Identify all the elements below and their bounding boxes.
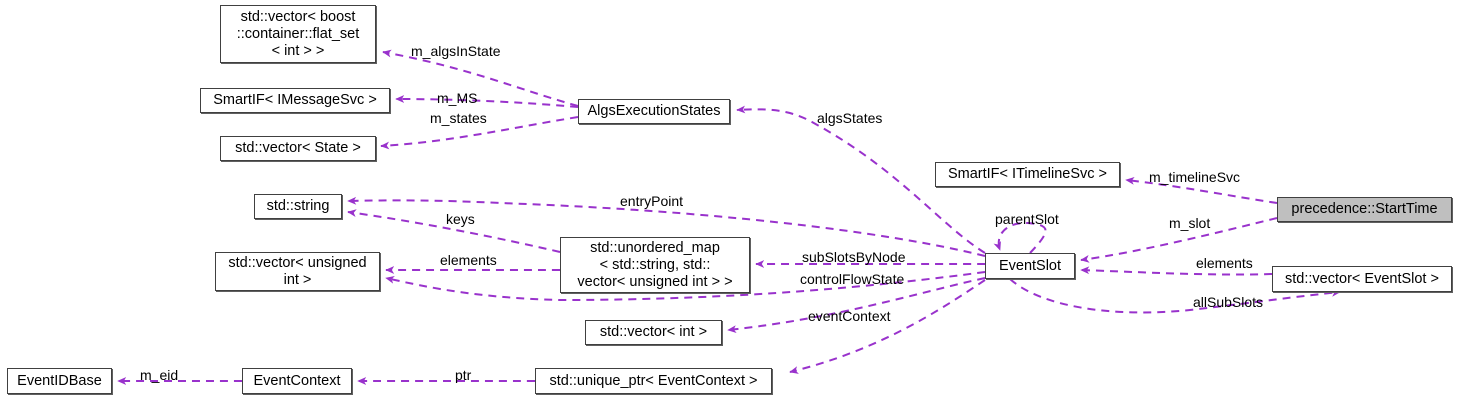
edge-label-edge-m-algsinstate: m_algsInState <box>411 43 501 59</box>
edge-label-edge-m-ms: m_MS <box>437 90 478 106</box>
class-node-event-id-base[interactable]: EventIDBase <box>7 368 112 394</box>
class-node-vector-int[interactable]: std::vector< int > <box>585 320 722 345</box>
class-node-precedence-starttime[interactable]: precedence::StartTime <box>1277 197 1452 222</box>
class-node-std-string[interactable]: std::string <box>254 194 342 219</box>
class-node-event-slot[interactable]: EventSlot <box>985 253 1075 279</box>
edge-edge-m-ms <box>395 95 579 108</box>
edge-label-edge-eventcontext: eventContext <box>808 308 891 324</box>
class-node-vector-state[interactable]: std::vector< State > <box>220 136 376 161</box>
class-node-unordered-map[interactable]: std::unordered_map < std::string, std:: … <box>560 237 750 293</box>
class-node-unique-ptr-event-context[interactable]: std::unique_ptr< EventContext > <box>535 368 772 394</box>
edge-label-edge-algsstates: algsStates <box>817 110 883 126</box>
class-node-algs-execution-states[interactable]: AlgsExecutionStates <box>578 99 730 124</box>
edge-label-edge-m-timelinesvc: m_timelineSvc <box>1149 169 1241 185</box>
edge-label-edge-controlflowstate: controlFlowState <box>800 271 905 287</box>
edge-label-edge-m-states: m_states <box>430 110 487 126</box>
edge-label-edge-subslotsbynode: subSlotsByNode <box>802 249 906 265</box>
edge-label-edge-m-slot: m_slot <box>1169 215 1211 231</box>
edge-label-edge-ptr: ptr <box>455 367 472 383</box>
edge-label-edge-m-eid: m_eid <box>140 367 179 383</box>
class-node-vector-flat-set[interactable]: std::vector< boost ::container::flat_set… <box>220 5 376 63</box>
edge-label-edge-elements-map: elements <box>440 252 497 268</box>
edge-label-edge-elements-slot: elements <box>1196 255 1253 271</box>
class-node-vector-unsigned-int[interactable]: std::vector< unsigned int > <box>215 252 380 291</box>
edge-label-edge-parentslot: parentSlot <box>995 211 1059 227</box>
edge-edge-eventcontext-ptr <box>789 279 986 374</box>
class-node-smartif-itimelinesvc[interactable]: SmartIF< ITimelineSvc > <box>935 162 1120 187</box>
class-node-event-context[interactable]: EventContext <box>242 368 352 394</box>
class-node-smartif-imessagesvc[interactable]: SmartIF< IMessageSvc > <box>200 88 390 113</box>
edge-label-edge-allsubslots: allSubSlots <box>1193 294 1264 310</box>
edge-edge-parentslot <box>993 221 1047 254</box>
edge-label-edge-entrypoint: entryPoint <box>620 193 684 209</box>
class-node-vector-eventslot[interactable]: std::vector< EventSlot > <box>1272 266 1452 292</box>
edge-label-edge-keys: keys <box>446 211 475 227</box>
edge-edge-m-algsinstate <box>382 49 579 107</box>
